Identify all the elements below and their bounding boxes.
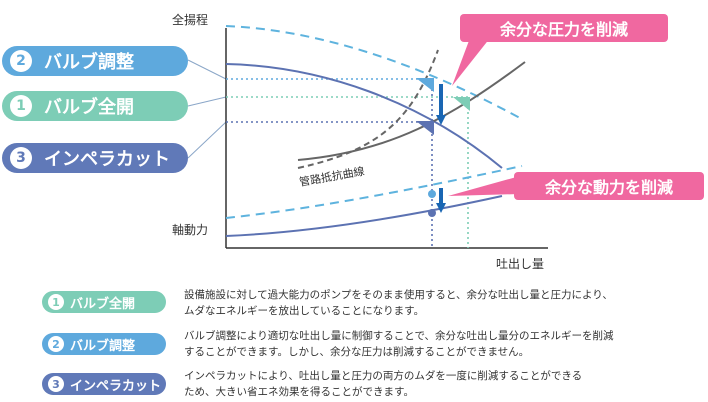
legend-description-impeller-cut: インペラカットにより、吐出し量と圧力の両方のムダを一度に削減することができる た… (184, 368, 694, 400)
legend-label-valve-open: 1 バルブ全開 (42, 291, 166, 313)
legend-label-text: バルブ全開 (70, 296, 136, 312)
method-label-impeller-cut: 3 インペラカット (2, 143, 188, 173)
legend-label-valve-adjust: 2 バルブ調整 (42, 333, 166, 355)
legend-label-impeller-cut: 3 インペラカット (42, 373, 166, 395)
power-reduction-callout: 余分な動力を削減 (514, 172, 704, 200)
y-axis-head-label: 全揚程 (172, 12, 208, 27)
method-label-valve-open: 1 バルブ全開 (2, 91, 188, 121)
power-point-impeller-cut (428, 209, 436, 217)
original-pump-curve (225, 25, 521, 119)
number-badge: 1 (48, 294, 64, 310)
impeller-cut-power-curve (225, 195, 503, 237)
number-badge: 1 (10, 95, 32, 117)
system-curve-label: 管路抵抗曲線 (298, 164, 365, 189)
pressure-callout-pointer (452, 38, 490, 86)
description-line: インペラカットにより、吐出し量と圧力の両方のムダを一度に削減することができる (184, 370, 583, 382)
description-line: 設備施設に対して過大能力のポンプをそのまま使用すると、余分な吐出し量と圧力により… (184, 289, 613, 301)
method-label-text: インペラカット (44, 149, 170, 170)
number-badge: 2 (10, 50, 32, 72)
connector-lines (187, 59, 227, 159)
legend-description-valve-open: 設備施設に対して過大能力のポンプをそのまま使用すると、余分な吐出し量と圧力により… (184, 287, 694, 319)
description-line: バルブ調整により適切な吐出し量に制御することで、余分な吐出し量分のエネルギーを削… (184, 330, 614, 342)
description-line: することができます。しかし、余分な圧力は削減することができません。 (184, 346, 530, 358)
number-badge: 3 (10, 147, 32, 169)
impeller-cut-pump-curve (225, 63, 503, 169)
legend-label-text: インペラカット (70, 378, 162, 394)
number-badge: 3 (48, 376, 64, 392)
y-axis-power-label: 軸動力 (172, 223, 208, 237)
description-line: ムダなエネルギーを放出していることになります。 (184, 305, 425, 317)
number-badge: 2 (48, 336, 64, 352)
system-curve-throttled (297, 49, 439, 169)
method-label-text: バルブ調整 (44, 52, 134, 73)
method-label-valve-adjust: 2 バルブ調整 (2, 46, 188, 76)
power-point-valve-adjust (428, 190, 436, 198)
system-curve (297, 61, 526, 161)
connector-valve-adjust (187, 59, 227, 80)
power-callout-pointer (448, 176, 520, 196)
legend-label-text: バルブ調整 (70, 338, 136, 354)
description-line: ため、大きい省エネ効果を得ることができます。 (184, 386, 414, 398)
marker-valve-adjust (416, 78, 434, 92)
x-axis-flow-label: 吐出し量 (496, 257, 544, 271)
method-label-text: バルブ全開 (44, 97, 134, 118)
original-power-curve (225, 165, 523, 219)
pressure-reduction-callout: 余分な圧力を削減 (460, 14, 668, 42)
connector-impeller-cut (187, 121, 227, 159)
legend-description-valve-adjust: バルブ調整により適切な吐出し量に制御することで、余分な吐出し量分のエネルギーを削… (184, 328, 694, 360)
connector-valve-open (187, 96, 227, 107)
marker-impeller-cut (416, 121, 434, 135)
marker-valve-open (453, 97, 470, 111)
